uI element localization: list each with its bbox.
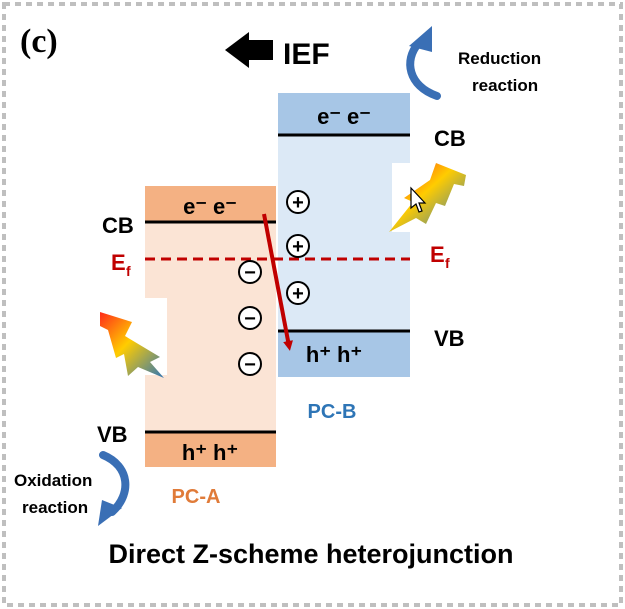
pc-a-cb-band: [145, 186, 276, 222]
pc-b-vb-label: VB: [434, 326, 465, 351]
mouse-cursor-icon: [410, 186, 427, 213]
pc-b-electrons: e⁻ e⁻: [317, 104, 371, 129]
reduction-label-line2: reaction: [472, 76, 538, 95]
positive-charge: +: [292, 283, 304, 305]
pc-a-vb-band: [145, 432, 276, 467]
svg-text:f: f: [126, 263, 131, 279]
pc-b-cb-label: CB: [434, 126, 466, 151]
negative-charge: −: [244, 308, 256, 330]
ief-label: IEF: [283, 38, 330, 71]
fermi-label-right: E f: [430, 242, 450, 271]
pc-a-holes: h⁺ h⁺: [182, 440, 238, 465]
pc-b-semiconductor: [278, 93, 410, 377]
pc-a-cb-label: CB: [102, 213, 134, 238]
negative-charge: −: [244, 262, 256, 284]
svg-text:f: f: [445, 255, 450, 271]
pc-b-cb-band: [278, 93, 410, 135]
curved-arrow-icon: [98, 451, 130, 526]
pc-b-name: PC-B: [308, 401, 357, 423]
pc-b-holes: h⁺ h⁺: [306, 342, 362, 367]
pc-b-vb-band: [278, 331, 410, 377]
pc-a-vb-label: VB: [97, 422, 128, 447]
positive-charges: + + +: [286, 190, 310, 305]
panel-label: (c): [20, 23, 58, 60]
fermi-label-left: E f: [111, 250, 131, 279]
positive-charge: +: [292, 236, 304, 258]
curved-arrow-icon: [406, 26, 441, 100]
pc-a-semiconductor: [145, 186, 276, 467]
pc-a-name: PC-A: [172, 486, 221, 508]
positive-charge: +: [292, 192, 304, 214]
negative-charge: −: [244, 354, 256, 376]
left-arrow-icon: [225, 32, 273, 68]
negative-charges: − − −: [238, 260, 262, 376]
oxidation-label-line2: reaction: [22, 498, 88, 517]
lightning-icon: [389, 163, 466, 232]
svg-text:E: E: [430, 242, 445, 267]
svg-text:E: E: [111, 250, 126, 275]
reduction-label-line1: Reduction: [458, 49, 541, 68]
electron-transfer-arrow: [262, 213, 293, 351]
oxidation-label-line1: Oxidation: [14, 471, 92, 490]
diagram-caption: Direct Z-scheme heterojunction: [108, 539, 513, 569]
lightning-icon: [100, 312, 164, 378]
pc-a-electrons: e⁻ e⁻: [183, 194, 237, 219]
